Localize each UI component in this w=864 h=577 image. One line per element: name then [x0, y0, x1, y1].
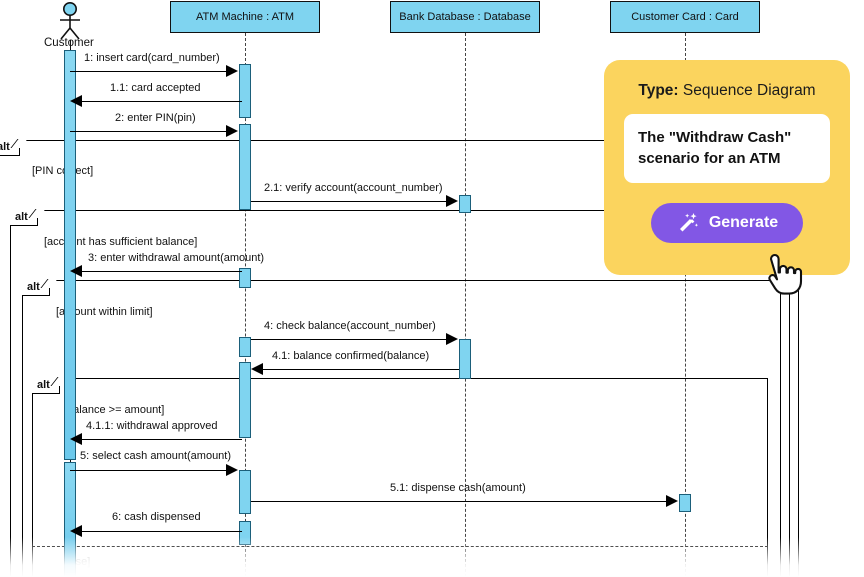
activation-bar-database-2: [459, 339, 471, 379]
activation-bar-atm-4: [239, 337, 251, 357]
generate-panel: Type: Sequence Diagram The "Withdraw Cas…: [604, 60, 850, 275]
message-line-5: [70, 470, 228, 471]
message-arrowhead-4: [446, 333, 458, 345]
activation-bar-atm-6: [239, 470, 251, 514]
lifeline-atm: [245, 33, 246, 577]
lifeline-card: [685, 33, 686, 577]
message-line-1: [70, 71, 228, 72]
message-arrowhead-2: [226, 125, 238, 137]
message-line-2: [70, 131, 228, 132]
message-label-4-1: 4.1: balance confirmed(balance): [272, 350, 430, 362]
message-arrowhead-4-1-1: [70, 433, 82, 445]
message-label-4: 4: check balance(account_number): [264, 320, 436, 332]
message-arrowhead-5-1: [666, 495, 678, 507]
activation-bar-atm-7: [239, 521, 251, 545]
panel-type-label: Type:: [638, 82, 679, 99]
message-arrowhead-1: [226, 65, 238, 77]
activation-bar-card-1: [679, 494, 691, 512]
activation-bar-atm-3: [239, 268, 251, 288]
activation-bar-atm-1: [239, 64, 251, 118]
lifeline-database: [465, 33, 466, 577]
generate-button-label: Generate: [708, 213, 779, 231]
message-line-1-1: [82, 101, 242, 102]
message-arrowhead-3: [70, 265, 82, 277]
alt-fragment-2-operator: alt: [10, 210, 38, 226]
message-line-4: [251, 339, 448, 340]
message-label-1-1: 1.1: card accepted: [110, 82, 201, 94]
message-line-4-1-1: [82, 439, 242, 440]
message-label-5-1: 5.1: dispense cash(amount): [390, 482, 526, 494]
message-label-5: 5: select cash amount(amount): [80, 450, 232, 462]
actor-label-customer: Customer: [44, 37, 94, 49]
message-line-6: [82, 531, 242, 532]
alt-fragment-2-guard: [account has sufficient balance]: [44, 236, 198, 248]
message-label-2: 2: enter PIN(pin): [115, 112, 196, 124]
activation-bar-customer-2: [64, 462, 76, 577]
generate-button-wrap: Generate: [624, 202, 830, 243]
panel-type-value: Sequence Diagram: [682, 82, 816, 99]
panel-description-card[interactable]: The "Withdraw Cash" scenario for an ATM: [624, 114, 830, 183]
message-line-4-1: [263, 369, 459, 370]
lifeline-header-card[interactable]: Customer Card : Card: [610, 1, 760, 33]
actor-figure-icon: [60, 2, 80, 40]
alt-fragment-4-operator: alt: [32, 378, 60, 394]
message-line-5-1: [251, 501, 668, 502]
message-label-1: 1: insert card(card_number): [84, 52, 220, 64]
alt-fragment-4-guard: [balance >= amount]: [64, 404, 165, 416]
lifeline-header-database[interactable]: Bank Database : Database: [390, 1, 540, 33]
message-arrowhead-5: [226, 464, 238, 476]
magic-wand-icon: [679, 212, 698, 232]
lifeline-header-atm[interactable]: ATM Machine : ATM: [170, 1, 320, 33]
message-arrowhead-6: [70, 525, 82, 537]
message-line-3: [82, 271, 242, 272]
message-arrowhead-4-1: [251, 363, 263, 375]
activation-bar-database-1: [459, 195, 471, 213]
alt-fragment-1-operator: alt: [0, 140, 20, 156]
alt-fragment-4-else-divider: [32, 546, 768, 547]
activation-bar-atm-2: [239, 124, 251, 210]
message-label-3: 3: enter withdrawal amount(amount): [88, 252, 265, 264]
alt-fragment-3-guard: [amount within limit]: [56, 306, 153, 318]
alt-fragment-3-operator: alt: [22, 280, 50, 296]
message-arrowhead-2-1: [446, 195, 458, 207]
generate-button[interactable]: Generate: [651, 202, 803, 243]
panel-type-row: Type: Sequence Diagram: [624, 82, 830, 100]
alt-fragment-1-guard: [PIN correct]: [32, 165, 94, 177]
activation-bar-customer: [64, 50, 76, 460]
pointing-hand-cursor-icon: [768, 253, 803, 295]
message-label-2-1: 2.1: verify account(account_number): [264, 182, 443, 194]
message-arrowhead-1-1: [70, 95, 82, 107]
message-label-6: 6: cash dispensed: [112, 511, 201, 523]
activation-bar-atm-5: [239, 362, 251, 438]
message-label-4-1-1: 4.1.1: withdrawal approved: [86, 420, 218, 432]
message-line-2-1: [251, 201, 448, 202]
